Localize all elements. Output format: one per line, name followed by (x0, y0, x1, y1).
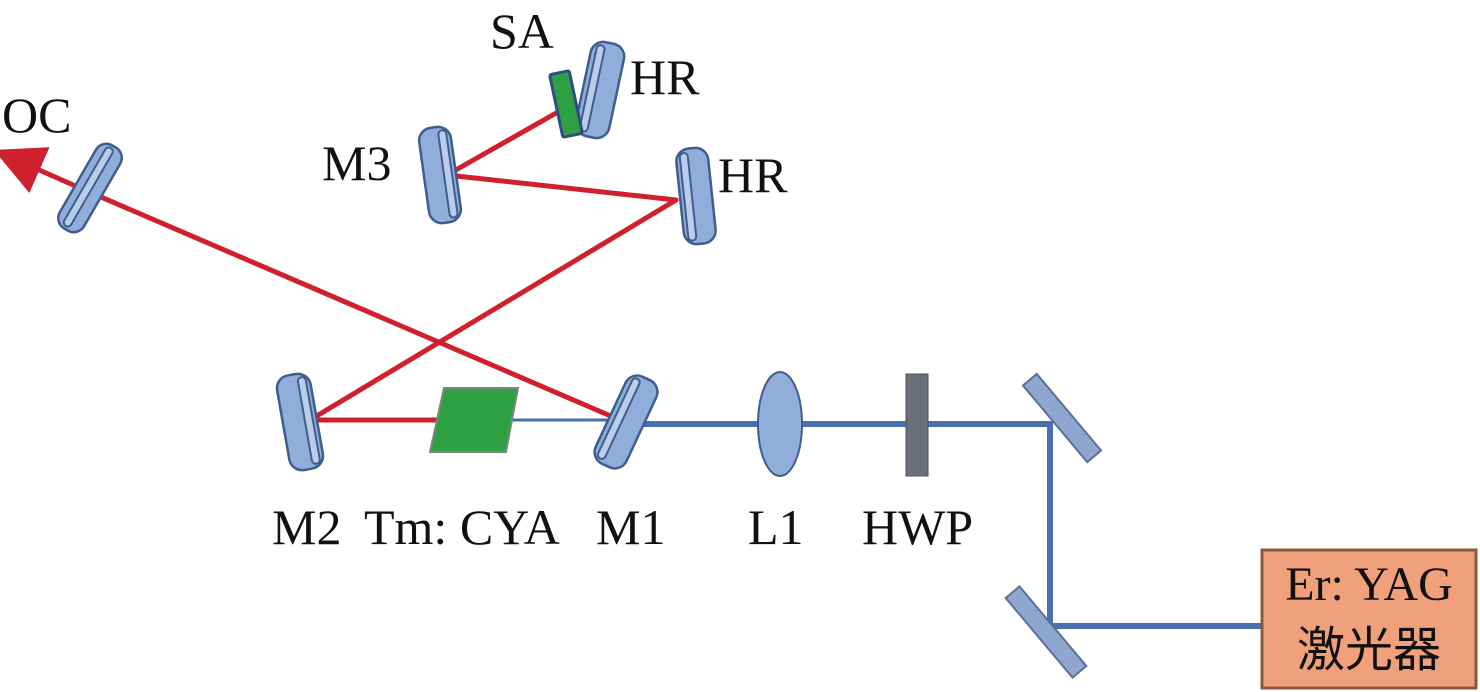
pump-beam (510, 418, 1262, 629)
lens-l1 (757, 371, 803, 477)
label-oc: OC (2, 87, 71, 143)
half-wave-plate (905, 373, 929, 477)
label-sa: SA (490, 3, 554, 59)
pump-label-line1: Er: YAG (1285, 558, 1453, 611)
beam-m1-oc (77, 185, 623, 423)
mirror-hr-top (574, 40, 626, 140)
output-arrow (0, 147, 83, 193)
pump-fold-mirror-top (1021, 372, 1103, 464)
pump-beam-path (625, 421, 1262, 629)
beam-m3-sa (444, 105, 568, 178)
mirror-m1 (593, 374, 659, 470)
beam-m2-hr (307, 197, 679, 423)
laser-beam (0, 105, 679, 423)
label-crystal: Tm: CYA (364, 499, 560, 555)
label-hwp: HWP (862, 499, 973, 555)
gain-crystal (428, 387, 520, 453)
pump-laser-box (1260, 548, 1478, 690)
label-m3: M3 (322, 135, 391, 191)
mirror-oc (57, 142, 123, 234)
pump-label-line2: 激光器 (1297, 624, 1441, 677)
mirror-hr-mid (675, 146, 717, 246)
label-m1: M1 (596, 499, 665, 555)
label-hr-mid: HR (718, 147, 788, 203)
mirror-m3 (417, 125, 463, 225)
mirror-m2 (275, 372, 325, 472)
label-l1: L1 (748, 499, 804, 555)
pump-fold-mirror-bottom (1004, 584, 1088, 680)
label-m2: M2 (272, 499, 341, 555)
label-hr-top: HR (630, 49, 700, 105)
beam-hr-m3 (444, 172, 679, 203)
saturable-absorber (548, 69, 584, 139)
